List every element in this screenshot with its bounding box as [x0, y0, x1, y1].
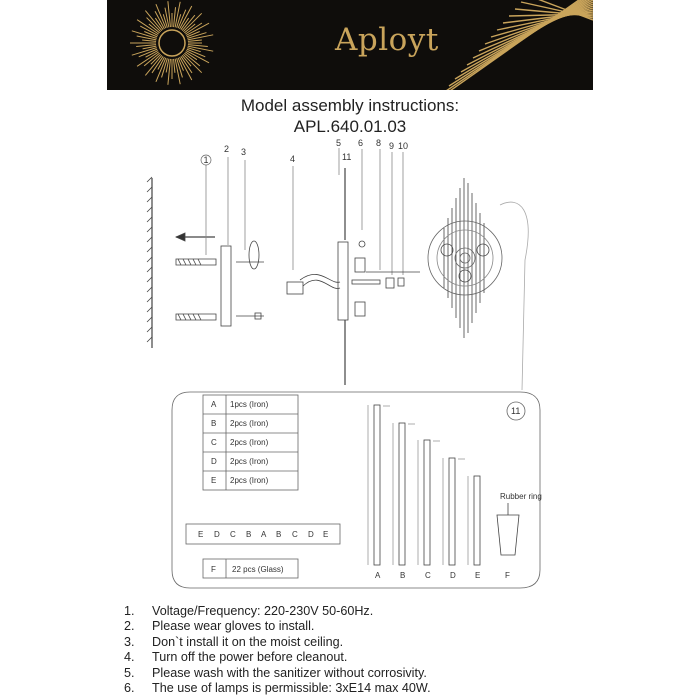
sequence-item: E: [198, 530, 203, 539]
instruction-item: 1.Voltage/Frequency: 220-230V 50-60Hz.: [124, 604, 374, 618]
rod-sequence-box: [185, 523, 341, 545]
assembly-diagram: 1 2 3 4 5 11 6 8 9 10 A 1pcs (Iron) B 2p…: [146, 138, 542, 589]
part-label-6: 6: [358, 138, 363, 148]
rod-drawings: [367, 404, 520, 566]
part-label-3: 3: [241, 147, 246, 157]
brand-name: Aployt: [335, 22, 439, 58]
table-qty-c: 2pcs (Iron): [230, 438, 269, 447]
part-label-8: 8: [376, 138, 381, 148]
instruction-item: 5.Please wash with the sanitizer without…: [124, 665, 427, 680]
lamp-body: [337, 241, 349, 321]
instruction-item: 4.Turn off the power before cleanout.: [124, 650, 348, 665]
table-id-d: D: [211, 457, 217, 466]
terminal-block: [286, 281, 304, 295]
table-qty-b: 2pcs (Iron): [230, 419, 269, 428]
instruction-item: 6.The use of lamps is permissible: 3xE14…: [124, 681, 431, 696]
rubber-ring-label: Rubber ring: [500, 492, 542, 501]
parts-table: [202, 394, 299, 491]
instruction-item: 3.Don`t install it on the moist ceiling.: [124, 634, 344, 649]
rod-label-f: F: [505, 571, 510, 580]
table-qty-a: 1pcs (Iron): [230, 400, 269, 409]
rod-label-c: C: [425, 571, 431, 580]
rod-label-b: B: [400, 571, 405, 580]
sequence-item: D: [214, 530, 220, 539]
part-label-2: 2: [224, 144, 229, 154]
instructions-list: 1.Voltage/Frequency: 220-230V 50-60Hz. 2…: [124, 604, 431, 696]
part-label-5: 5: [336, 138, 341, 148]
wall-anchor-bottom: [175, 313, 217, 321]
sequence-item: B: [276, 530, 281, 539]
rod-label-d: D: [450, 571, 456, 580]
part-label-1: 1: [204, 155, 209, 165]
instruction-item: 2.Please wear gloves to install.: [124, 619, 315, 634]
page-title: Model assembly instructions:: [240, 96, 460, 115]
glass-table: [202, 558, 299, 579]
sequence-item: C: [292, 530, 298, 539]
glass-id: F: [211, 565, 216, 574]
screw-top: [236, 240, 264, 270]
part-label-10: 10: [398, 141, 408, 151]
table-id-c: C: [211, 438, 217, 447]
mounting-bracket: [220, 245, 232, 327]
table-qty-d: 2pcs (Iron): [230, 457, 269, 466]
table-id-e: E: [211, 476, 216, 485]
glass-qty: 22 pcs (Glass): [232, 565, 284, 574]
table-id-b: B: [211, 419, 216, 428]
sequence-item: A: [261, 530, 267, 539]
arrow-left-icon: [175, 232, 186, 242]
sequence-item: C: [230, 530, 236, 539]
callout-circle: [506, 401, 526, 421]
wall-hatching: [146, 176, 153, 343]
table-id-a: A: [211, 400, 217, 409]
part-label-4: 4: [290, 154, 295, 164]
model-number: APL.640.01.03: [293, 117, 407, 136]
sequence-item: D: [308, 530, 314, 539]
sequence-item: E: [323, 530, 328, 539]
part-label-11: 11: [342, 152, 351, 162]
wall-anchor-top: [175, 258, 217, 266]
assembled-lamp-illustration: [427, 178, 503, 338]
brand-banner: Aployt: [107, 0, 593, 90]
callout-number: 11: [511, 406, 520, 416]
part-label-9: 9: [389, 141, 394, 151]
screw-bottom: [236, 312, 264, 320]
sunburst-decoration: [130, 0, 593, 90]
sequence-item: B: [246, 530, 251, 539]
rod-label-e: E: [475, 571, 480, 580]
rod-label-a: A: [375, 571, 381, 580]
decorative-rays: [446, 0, 593, 90]
table-qty-e: 2pcs (Iron): [230, 476, 269, 485]
sunburst-logo-icon: [130, 1, 214, 85]
parts-panel-frame: [171, 391, 541, 589]
